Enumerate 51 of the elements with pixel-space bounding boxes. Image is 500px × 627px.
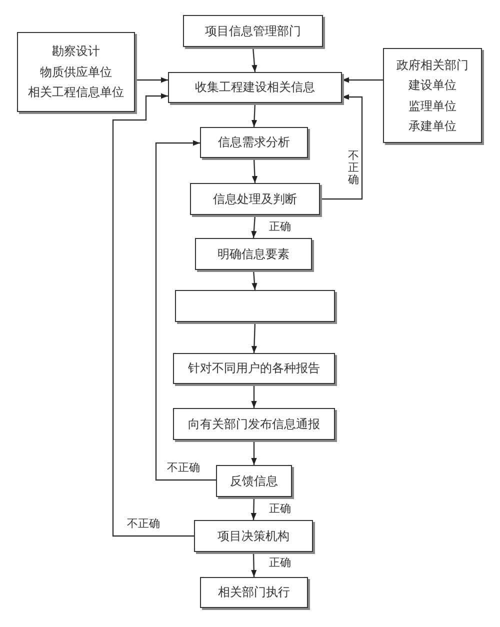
node-text: 相关部门执行 [218, 585, 290, 600]
arrow [252, 102, 258, 128]
node-text: 政府相关部门 [396, 58, 468, 72]
process-box [216, 465, 292, 497]
process-box [168, 72, 342, 103]
node-text: 项目决策机构 [218, 528, 290, 544]
arrow [342, 77, 383, 83]
arrow [155, 140, 216, 481]
edge-label: 正确 [268, 557, 292, 570]
edge-label: 正确 [268, 221, 292, 234]
node-text: 针对不同用户的各种报告 [188, 361, 320, 376]
process-box [194, 520, 313, 552]
node-text: 监理单位 [408, 98, 456, 113]
node-text: 物质供应单位 [40, 64, 112, 80]
arrow [252, 270, 258, 290]
edge-label: 不正确 [347, 150, 360, 186]
process-box [190, 183, 320, 215]
arrow [251, 552, 257, 578]
process-box [173, 408, 335, 440]
process-box [383, 48, 482, 143]
node-text: 反馈信息 [230, 474, 278, 488]
node-text: 明确信息要素 [218, 246, 290, 262]
process-box [173, 353, 335, 384]
empty-box [175, 290, 335, 322]
arrow [252, 158, 258, 184]
node-text: 信息需求分析 [218, 135, 290, 150]
arrow [112, 93, 194, 537]
arrow [251, 214, 257, 238]
node-text: 收集工程建设相关信息 [195, 80, 315, 95]
edge-label: 不正确 [166, 462, 201, 474]
edge-label: 正确 [268, 503, 292, 516]
edge-label: 不正确 [126, 518, 161, 530]
arrow [250, 496, 256, 520]
node-text: 信息处理及判断 [213, 192, 297, 206]
process-box [195, 238, 312, 270]
process-box [183, 15, 323, 47]
arrow [135, 77, 168, 83]
process-box [200, 577, 308, 608]
arrow [251, 384, 257, 408]
node-text: 相关工程信息单位 [28, 85, 124, 100]
node-text: 承建单位 [408, 118, 456, 134]
node-text: 建设单位 [408, 78, 456, 92]
process-box [17, 32, 135, 112]
node-text: 向有关部门发布信息通报 [188, 416, 320, 432]
process-box [200, 127, 308, 158]
arrow [251, 440, 257, 465]
arrow [252, 46, 258, 72]
node-text: 勘察设计 [52, 44, 100, 59]
arrow [251, 322, 258, 354]
arrow [320, 94, 363, 200]
node-text: 项目信息管理部门 [205, 24, 301, 38]
